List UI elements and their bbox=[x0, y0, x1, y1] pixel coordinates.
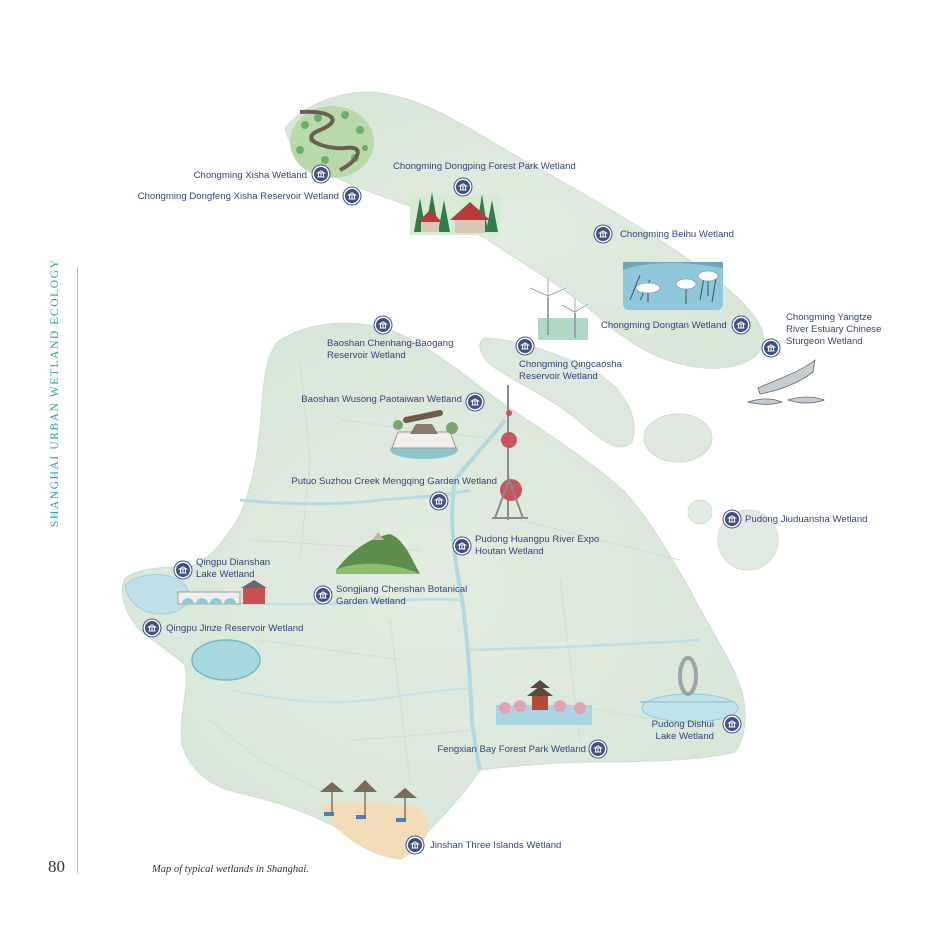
label-chongming-qingcaosha: Chongming Qingcaosha Reservoir Wetland bbox=[519, 359, 622, 382]
wetland-pin-icon[interactable] bbox=[432, 494, 446, 508]
wetland-pin-icon[interactable] bbox=[145, 621, 159, 635]
wetland-pin-icon[interactable] bbox=[725, 717, 739, 731]
label-chongming-dongtan: Chongming Dongtan Wetland bbox=[601, 320, 727, 331]
building-icon bbox=[433, 497, 445, 505]
wetland-pin-icon[interactable] bbox=[456, 180, 470, 194]
cannon-illustration bbox=[390, 410, 458, 459]
wetland-pin-icon[interactable] bbox=[734, 318, 748, 332]
building-icon bbox=[456, 542, 468, 550]
suzhou-creek bbox=[239, 488, 471, 506]
changxing-island bbox=[479, 337, 635, 448]
label-chongming-dongfeng-xisha: Chongming Dongfeng Xisha Reservoir Wetla… bbox=[137, 191, 339, 202]
wetland-pin-icon[interactable] bbox=[468, 395, 482, 409]
label-baoshan-wusong: Baoshan Wusong Paotaiwan Wetland bbox=[301, 394, 462, 405]
canal-west bbox=[229, 687, 469, 703]
windmill-illustration bbox=[529, 278, 589, 340]
building-icon bbox=[765, 344, 777, 352]
jinze-reservoir bbox=[191, 639, 261, 681]
building-icon bbox=[726, 515, 738, 523]
building-icon bbox=[469, 398, 481, 406]
reed-marsh-illustration bbox=[290, 106, 374, 178]
wetland-pin-icon[interactable] bbox=[725, 512, 739, 526]
wetland-pin-icon[interactable] bbox=[764, 341, 778, 355]
label-putuo-suzhou-creek: Putuo Suzhou Creek Mengqing Garden Wetla… bbox=[291, 476, 497, 487]
building-icon bbox=[726, 720, 738, 728]
label-chongming-xisha: Chongming Xisha Wetland bbox=[193, 170, 307, 181]
building-icon bbox=[317, 591, 329, 599]
label-pudong-jiuduansha: Pudong Jiuduansha Wetland bbox=[745, 514, 868, 525]
building-icon bbox=[592, 745, 604, 753]
sturgeon-illustration bbox=[746, 359, 826, 405]
building-icon bbox=[735, 321, 747, 329]
label-chongming-sturgeon: Chongming Yangtze River Estuary Chinese … bbox=[786, 312, 882, 347]
oriental-pearl-tower-illustration bbox=[492, 385, 528, 520]
sail-sculpture-illustration bbox=[640, 656, 732, 703]
label-baoshan-chenhang: Baoshan Chenhang-Baogang Reservoir Wetla… bbox=[327, 338, 454, 361]
dazhi-river bbox=[469, 638, 701, 652]
district-lines bbox=[209, 359, 681, 791]
beach-umbrella-illustration bbox=[320, 780, 429, 860]
label-pudong-dishui: Pudong Dishui Lake Wetland bbox=[651, 719, 714, 742]
label-qingpu-dianshan: Qingpu Dianshan Lake Wetland bbox=[196, 557, 271, 580]
wetland-pin-icon[interactable] bbox=[376, 318, 390, 332]
label-qingpu-jinze: Qingpu Jinze Reservoir Wetland bbox=[166, 623, 304, 634]
building-icon bbox=[377, 321, 389, 329]
wetland-pin-icon[interactable] bbox=[314, 167, 328, 181]
building-icon bbox=[346, 192, 358, 200]
building-icon bbox=[177, 566, 189, 574]
building-icon bbox=[597, 230, 609, 238]
hengsha-island bbox=[643, 413, 713, 463]
map-caption: Map of typical wetlands in Shanghai. bbox=[152, 864, 309, 875]
dishui-lake bbox=[641, 693, 739, 723]
building-icon bbox=[315, 170, 327, 178]
page-number: 80 bbox=[48, 857, 65, 876]
building-icon bbox=[409, 841, 421, 849]
chenshan-hill-illustration bbox=[336, 532, 420, 574]
side-rule bbox=[77, 268, 78, 874]
label-chongming-dongping: Chongming Dongping Forest Park Wetland bbox=[393, 161, 576, 172]
building-icon bbox=[457, 183, 469, 191]
wetland-pin-icon[interactable] bbox=[596, 227, 610, 241]
label-chongming-beihu: Chongming Beihu Wetland bbox=[620, 229, 734, 240]
wetland-pin-icon[interactable] bbox=[316, 588, 330, 602]
jiuduansha-islet bbox=[687, 499, 713, 525]
label-jinshan-three-islands: Jinshan Three Islands Wetland bbox=[430, 840, 562, 851]
building-icon bbox=[519, 342, 531, 350]
wetland-pin-icon[interactable] bbox=[176, 563, 190, 577]
label-pudong-huangpu: Pudong Huangpu River Expo Houtan Wetland bbox=[475, 534, 600, 557]
building-icon bbox=[146, 624, 158, 632]
wetland-pin-icon[interactable] bbox=[345, 189, 359, 203]
forest-cabin-illustration bbox=[410, 192, 500, 235]
label-fengxian-bay: Fengxian Bay Forest Park Wetland bbox=[437, 744, 586, 755]
label-songjiang-chenshan: Songjiang Chenshan Botanical Garden Wetl… bbox=[336, 584, 468, 607]
spoonbill-illustration bbox=[623, 262, 723, 310]
wetland-pin-icon[interactable] bbox=[455, 539, 469, 553]
pagoda-illustration bbox=[496, 680, 592, 725]
wetland-pin-icon[interactable] bbox=[408, 838, 422, 852]
side-title: SHANGHAI URBAN WETLAND ECOLOGY bbox=[49, 258, 61, 527]
wetland-pin-icon[interactable] bbox=[591, 742, 605, 756]
arch-bridge-illustration bbox=[177, 580, 267, 605]
wetland-pin-icon[interactable] bbox=[518, 339, 532, 353]
